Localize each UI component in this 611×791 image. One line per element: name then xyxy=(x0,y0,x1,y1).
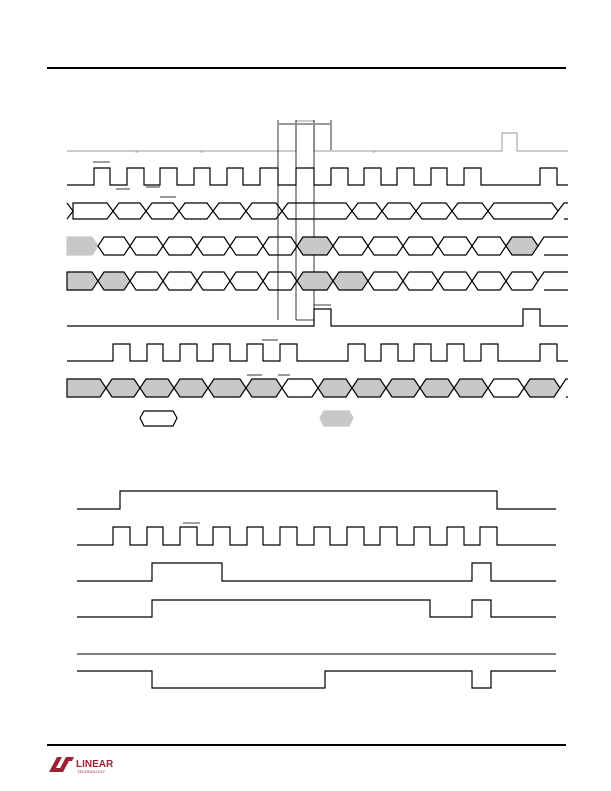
legend-white-box xyxy=(139,410,178,427)
logo-tagline: TECHNOLOGY xyxy=(77,769,105,774)
svg-text:≈: ≈ xyxy=(372,150,376,156)
bottom-pulse-3 xyxy=(77,670,556,689)
bottom-pulse-1 xyxy=(77,562,556,582)
header-rule xyxy=(47,67,566,69)
signal-row-1: ≈ ≈ ≈ xyxy=(67,120,568,156)
signal-row-5-data xyxy=(66,271,568,291)
bottom-pulse-2 xyxy=(77,599,556,618)
svg-text:≈: ≈ xyxy=(200,150,204,156)
top-timing-diagram: ≈ ≈ ≈ xyxy=(66,120,568,427)
signal-row-6-strobe xyxy=(67,304,568,327)
frame-signal xyxy=(77,490,556,510)
signal-row-2-clock xyxy=(67,161,568,198)
signal-row-7-clock xyxy=(67,339,568,376)
svg-text:≈: ≈ xyxy=(135,150,139,156)
legend-boxes xyxy=(139,410,354,427)
linear-technology-logo: LINEAR TECHNOLOGY xyxy=(49,757,114,774)
legend-gray-box xyxy=(319,410,354,427)
signal-row-4-data xyxy=(66,236,568,256)
logo-wordmark: LINEAR xyxy=(76,759,114,770)
footer-rule xyxy=(47,744,566,746)
signal-row-8-bus xyxy=(66,378,568,398)
signal-row-3-bus xyxy=(66,202,568,220)
bottom-clock xyxy=(77,522,556,546)
bottom-timing-diagram xyxy=(77,490,556,689)
